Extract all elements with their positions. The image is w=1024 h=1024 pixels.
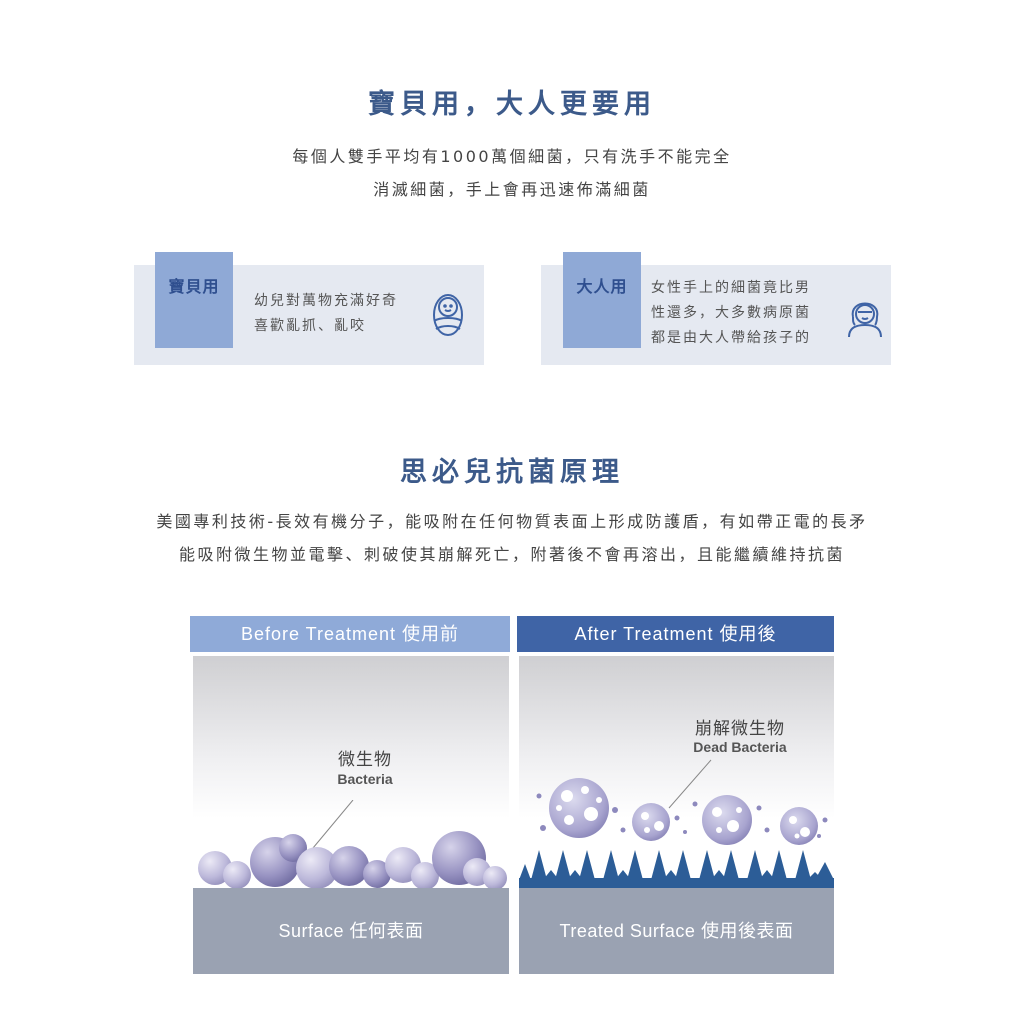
baby-use-card: 寶貝用 幼兒對萬物充滿好奇 喜歡亂抓、亂咬 <box>134 252 484 365</box>
bacteria-cluster <box>198 831 507 890</box>
after-treatment-panel: After Treatment 使用後 <box>517 616 834 652</box>
principle-description: 美國專利技術-長效有機分子，能吸附在任何物質表面上形成防護盾，有如帶正電的長矛 … <box>20 505 1004 571</box>
principle-description-line: 美國專利技術-長效有機分子，能吸附在任何物質表面上形成防護盾，有如帶正電的長矛 <box>156 512 868 531</box>
spikes <box>519 850 834 890</box>
adult-use-line: 女性手上的細菌竟比男 <box>651 280 811 296</box>
baby-use-line: 喜歡亂抓、亂咬 <box>254 318 366 334</box>
after-scene <box>519 656 834 888</box>
before-treatment-panel: Before Treatment 使用前 <box>190 616 510 652</box>
section-title-usage: 寶貝用，大人更要用 <box>368 89 656 120</box>
adult-use-line: 都是由大人帶給孩子的 <box>651 330 811 346</box>
bacteria-illustration <box>198 800 507 890</box>
adult-use-tag: 大人用 <box>563 252 641 348</box>
adult-use-card: 大人用 女性手上的細菌竟比男 性還多，大多數病原菌 都是由大人帶給孩子的 <box>541 252 891 365</box>
section-title-principle: 思必兒抗菌原理 <box>400 457 624 488</box>
principle-description-line: 能吸附微生物並電擊、刺破使其崩解死亡，附著後不會再溶出，且能繼續維持抗菌 <box>178 545 845 564</box>
usage-description-line: 消滅細菌，手上會再迅速佈滿細菌 <box>373 180 651 199</box>
dead-bacteria-cluster <box>536 778 828 845</box>
baby-use-text: 幼兒對萬物充滿好奇 喜歡亂抓、亂咬 <box>254 289 398 339</box>
usage-description: 每個人雙手平均有1000萬個細菌，只有洗手不能完全 消滅細菌，手上會再迅速佈滿細… <box>40 140 984 206</box>
bacteria-label-cn: 微生物 <box>338 750 392 770</box>
baby-use-line: 幼兒對萬物充滿好奇 <box>254 293 398 309</box>
usage-description-line: 每個人雙手平均有1000萬個細菌，只有洗手不能完全 <box>292 147 732 166</box>
dead-bacteria-label-cn: 崩解微生物 <box>695 719 785 739</box>
baby-icon <box>433 294 463 336</box>
before-surface: Surface 任何表面 <box>193 888 509 974</box>
bacteria-label-en: Bacteria <box>337 771 393 787</box>
before-treatment-header: Before Treatment 使用前 <box>190 616 510 652</box>
woman-icon <box>848 302 882 338</box>
dead-bacteria-illustration <box>519 759 834 890</box>
after-surface: Treated Surface 使用後表面 <box>519 888 834 974</box>
baby-use-tag: 寶貝用 <box>155 252 233 348</box>
adult-use-text: 女性手上的細菌竟比男 性還多，大多數病原菌 都是由大人帶給孩子的 <box>651 276 811 351</box>
dead-bacteria-label-en: Dead Bacteria <box>693 739 787 755</box>
adult-use-line: 性還多，大多數病原菌 <box>651 305 811 321</box>
after-treatment-header: After Treatment 使用後 <box>517 616 834 652</box>
